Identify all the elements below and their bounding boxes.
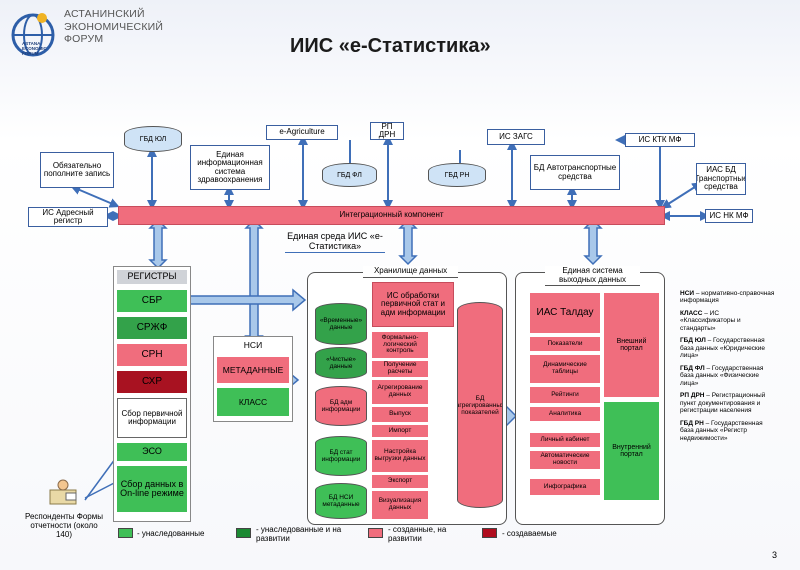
respondents-label: Респонденты Формы отчетности (около 140) bbox=[24, 512, 104, 540]
is-zags-box: ИС ЗАГС bbox=[487, 129, 545, 145]
legend-swatch-inherited bbox=[118, 528, 133, 538]
abbreviations-list: НСИ – нормативно-справочная информация К… bbox=[680, 290, 775, 442]
storage-title: Хранилище данных bbox=[363, 266, 458, 278]
note-item: КЛАСС – ИС «Классификаторы и стандарты» bbox=[680, 309, 741, 332]
note-item: ГБД РН – Государственная база данных «Ре… bbox=[680, 419, 763, 442]
page-title: ИИС «е-Статистика» bbox=[290, 35, 491, 57]
legend-swatch-creating bbox=[482, 528, 497, 538]
bd-avto-box: БД Автотранспортные средства bbox=[530, 155, 620, 190]
health-system-box: Единая информационная система здравоохра… bbox=[190, 145, 270, 190]
primary-collection-box: Сбор первичной информации bbox=[117, 398, 187, 438]
temp-data-db: «Временные» данные bbox=[315, 303, 367, 345]
adm-info-db: БД адм информации bbox=[315, 386, 367, 426]
proc-raschety: Получение расчеты bbox=[372, 361, 428, 377]
note-item: РП ДРН – Регистрационный пункт документи… bbox=[680, 392, 766, 415]
gbd-rn-label: ГБД РН bbox=[444, 171, 470, 179]
gbd-fl-label: ГБД ФЛ bbox=[337, 171, 362, 179]
legend-inherited-dev: - унаследованные и на развитии bbox=[256, 525, 342, 544]
respondents-icon bbox=[49, 479, 77, 505]
legend-created: - созданные, на развитии bbox=[388, 525, 447, 544]
note-item: НСИ – нормативно-справочная информация bbox=[680, 290, 775, 305]
logo-emblem-line: FORUM bbox=[22, 50, 39, 56]
eso-box: ЭСО bbox=[117, 443, 187, 461]
nsi-title: НСИ bbox=[217, 339, 289, 352]
out-analytics: Аналитика bbox=[530, 407, 600, 421]
is-adres-box: ИС Адресный регистр bbox=[28, 207, 108, 227]
note-item: ГБД ФЛ – Государственная база данных «Фи… bbox=[680, 364, 764, 387]
klass-box: КЛАСС bbox=[217, 388, 289, 416]
adm-info-label: БД адм информации bbox=[321, 399, 361, 413]
rp-drn-box: РП ДРН bbox=[370, 122, 404, 140]
gbd-ul-db: ГБД ЮЛ bbox=[124, 126, 182, 152]
nsi-meta-label: БД НСИ метаданные bbox=[322, 494, 360, 508]
e-agriculture-box: e-Agriculture bbox=[266, 125, 338, 140]
legend-creating: - создаваемые bbox=[502, 529, 557, 538]
is-nk-mf-box: ИС НК МФ bbox=[705, 209, 753, 223]
is-ktk-mf-box: ИС КТК МФ bbox=[625, 133, 695, 147]
note-item: ГБД ЮЛ – Государственная база данных «Юр… bbox=[680, 337, 766, 360]
clean-data-db: «Чистые» данные bbox=[315, 347, 367, 379]
ias-bd-transport-box: ИАС БД Транспортные средства bbox=[696, 163, 746, 195]
legend-swatch-created bbox=[368, 528, 383, 538]
page-number: 3 bbox=[772, 550, 778, 560]
proc-vypusk: Выпуск bbox=[372, 407, 428, 422]
proc-import: Импорт bbox=[372, 425, 428, 437]
gbd-ul-label: ГБД ЮЛ bbox=[139, 135, 167, 143]
gbd-rn-db: ГБД РН bbox=[428, 163, 486, 187]
integration-component-bar: Интеграционный компонент bbox=[118, 206, 665, 225]
forum-logo: ASTANA ECONOMIC FORUM АСТАНИНСКИЙ ЭКОНОМ… bbox=[8, 6, 164, 66]
logo-text-line: ФОРУМ bbox=[64, 33, 104, 46]
proc-vizual: Визуализация данных bbox=[372, 491, 428, 519]
logo-emblem-line: ASTANA bbox=[22, 41, 41, 46]
out-news: Автоматические новости bbox=[530, 451, 600, 469]
out-pokazateli: Показатели bbox=[530, 337, 600, 351]
metadata-box: МЕТАДАННЫЕ bbox=[217, 357, 289, 383]
aggregated-db: БД агрегированных показателей bbox=[457, 302, 503, 508]
proc-export: Экспорт bbox=[372, 475, 428, 488]
legend-inherited: - унаследованные bbox=[137, 529, 205, 538]
out-cabinet: Личный кабинет bbox=[530, 433, 600, 447]
nsi-meta-db: БД НСИ метаданные bbox=[315, 483, 367, 519]
gbd-fl-db: ГБД ФЛ bbox=[322, 163, 377, 187]
out-ratings: Рейтинги bbox=[530, 387, 600, 403]
out-tables: Динамические таблицы bbox=[530, 355, 600, 383]
proc-agreg: Агрегирование данных bbox=[372, 380, 428, 404]
internal-portal-box: Внутренний портал bbox=[604, 402, 659, 500]
legend-swatch-inherited-dev bbox=[236, 528, 251, 538]
ias-taldau-box: ИАС Талдау bbox=[530, 293, 600, 333]
register-sbr: СБР bbox=[117, 290, 187, 312]
logo-text-line: АСТАНИНСКИЙ bbox=[64, 8, 145, 20]
aggregated-db-label: БД агрегированных показателей bbox=[457, 394, 503, 416]
proc-nastroyka: Настройка выгрузки данных bbox=[372, 440, 428, 472]
globe-icon bbox=[11, 13, 55, 57]
online-collection-box: Сбор данных в On-line режиме bbox=[117, 466, 187, 512]
registers-title: РЕГИСТРЫ bbox=[117, 270, 187, 284]
register-srn: СРН bbox=[117, 344, 187, 366]
proc-flk: Формально-логический контроль bbox=[372, 332, 428, 358]
clean-data-label: «Чистые» данные bbox=[326, 356, 356, 370]
stat-info-db: БД стат информации bbox=[315, 436, 367, 476]
logo-text-line: ЭКОНОМИЧЕСКИЙ bbox=[64, 20, 164, 33]
register-srzhf: СРЖФ bbox=[117, 317, 187, 339]
out-infographics: Инфографика bbox=[530, 479, 600, 495]
register-skhr: СХР bbox=[117, 371, 187, 393]
external-portal-box: Внешний портал bbox=[604, 293, 659, 397]
output-title: Единая система выходных данных bbox=[545, 266, 640, 286]
temp-data-label: «Временные» данные bbox=[319, 317, 363, 331]
obyazatelno-box: Обязательно пополните запись bbox=[40, 152, 114, 188]
unified-env-label: Единая среда ИИС «е-Статистика» bbox=[285, 231, 385, 253]
stat-info-label: БД стат информации bbox=[321, 449, 361, 463]
processing-system-box: ИС обработки первичной стат и адм информ… bbox=[372, 282, 454, 327]
logo-emblem-line: ECONOMIC bbox=[22, 45, 47, 51]
